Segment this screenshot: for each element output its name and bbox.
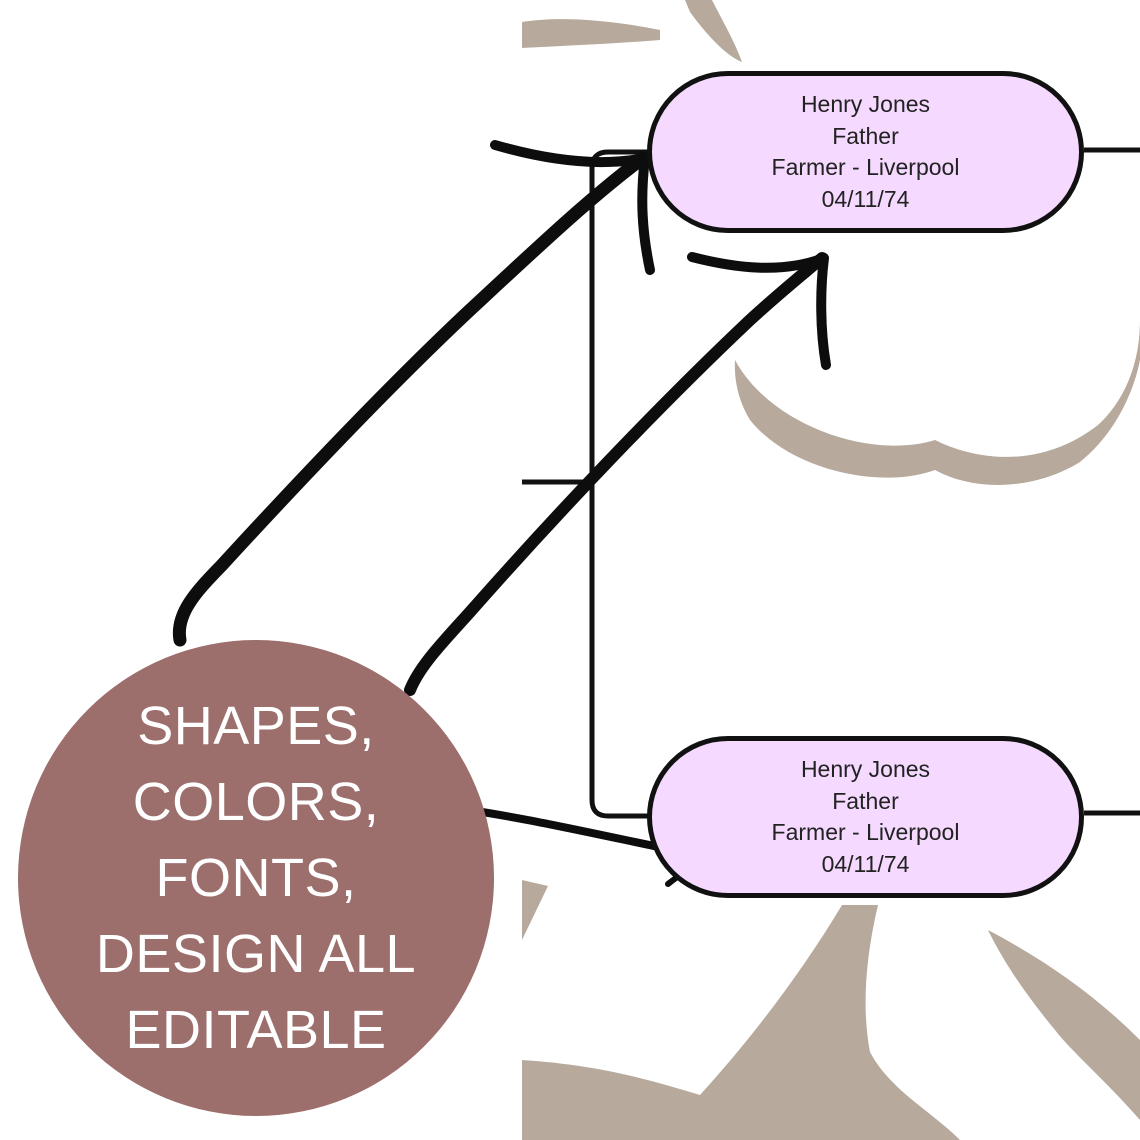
arrow-1-head [490,140,655,275]
node-relation: Father [832,122,899,149]
ornament-top-left [522,19,660,48]
badge-line: DESIGN ALL [95,924,417,984]
person-node-top[interactable]: Henry Jones Father Farmer - Liverpool 04… [647,71,1084,233]
node-relation: Father [832,787,899,814]
node-occupation: Farmer - Liverpool [771,819,960,845]
badge-line: SHAPES, [137,696,375,756]
badge-line: COLORS, [132,772,380,832]
node-name: Henry Jones [800,756,931,782]
ornament-bottom-base [522,905,960,1140]
person-node-bottom[interactable]: Henry Jones Father Farmer - Liverpool 04… [647,736,1084,898]
ornament-mid-curve [734,320,1140,485]
node-date: 04/11/74 [821,185,910,212]
arrow-1-shaft [172,151,650,647]
arrow-2-head [687,252,831,370]
badge-line: EDITABLE [125,1000,387,1060]
ornament-bottom-left-tab [522,880,548,940]
node-occupation: Farmer - Liverpool [771,154,960,180]
editable-info-badge: SHAPES, COLORS, FONTS, DESIGN ALL EDITAB… [18,640,494,1116]
decorative-ornament-shapes [522,0,1140,1140]
node-name: Henry Jones [800,91,931,117]
hand-drawn-arrow-icon [172,140,831,887]
arrow-2-shaft [404,252,828,696]
node-date: 04/11/74 [821,850,910,877]
ornament-top-horn [685,0,742,62]
tree-connector-lines [522,147,1140,819]
ornament-bottom-right-leaf [988,930,1140,1120]
badge-line: FONTS, [155,848,357,908]
connector-bracket [589,149,650,819]
